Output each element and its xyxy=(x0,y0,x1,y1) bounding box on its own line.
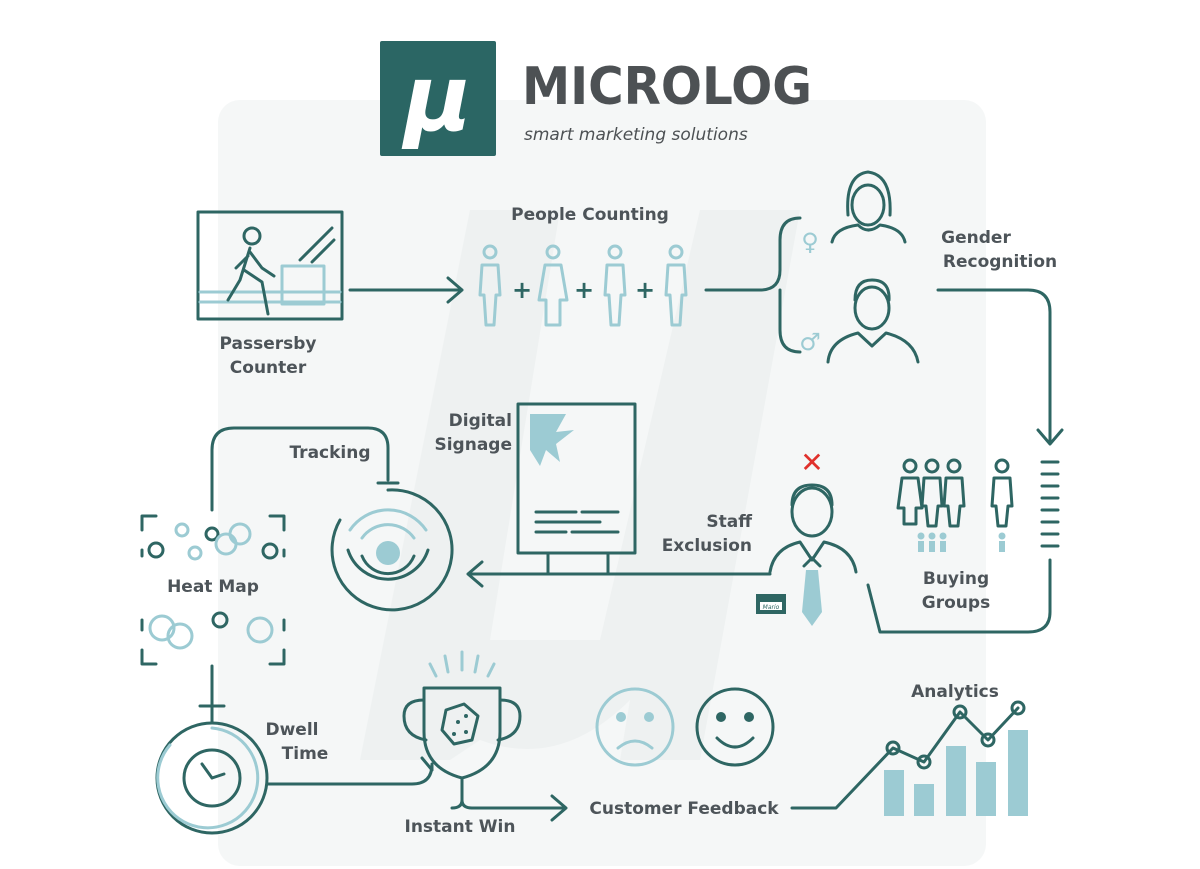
analytics-label: Analytics xyxy=(911,682,999,702)
name-badge-icon: Mario xyxy=(756,594,786,614)
heat-map-icon xyxy=(140,514,286,666)
arrow-gender-to-groups xyxy=(936,288,1064,446)
gender-label-1: Gender xyxy=(941,228,1011,248)
male-symbol-icon: ♂ xyxy=(799,328,821,356)
heat-map-label: Heat Map xyxy=(167,577,259,597)
buying-groups-label-1: Buying xyxy=(923,569,989,589)
digital-signage-icon xyxy=(516,402,637,576)
brace-connector xyxy=(704,216,802,354)
connector-heatmap-to-tracking xyxy=(210,426,390,512)
happy-face-icon xyxy=(695,687,775,767)
tracking-radar-icon xyxy=(330,481,454,612)
passersby-label-2: Counter xyxy=(230,358,307,378)
trophy-dice-icon xyxy=(402,650,522,810)
logo-name: MICROLOG xyxy=(522,57,812,117)
plus-sign: + xyxy=(512,276,532,304)
bar xyxy=(976,762,996,816)
plus-sign: + xyxy=(574,276,594,304)
woman-icon xyxy=(830,170,907,244)
customer-feedback-label: Customer Feedback xyxy=(589,799,779,819)
buying-groups-label-2: Groups xyxy=(922,593,990,613)
analytics-bar-chart-icon xyxy=(884,700,1028,816)
plus-sign: + xyxy=(635,276,655,304)
logo-mark: μ xyxy=(401,45,472,152)
bar xyxy=(946,746,966,816)
connector-groups-to-staff xyxy=(866,558,1052,634)
signage-label-1: Digital xyxy=(449,411,512,431)
arrow-to-feedback xyxy=(470,794,568,822)
cross-icon: ✕ xyxy=(800,446,823,479)
badge-name: Mario xyxy=(763,604,780,611)
watermark-mu xyxy=(360,210,800,760)
people-figures-icon xyxy=(478,244,688,327)
logo: μ MICROLOG smart marketing solutions xyxy=(380,41,812,156)
passersby-label-1: Passersby xyxy=(220,334,317,354)
logo-box xyxy=(380,41,496,156)
arrow-passersby-to-counting xyxy=(348,276,464,304)
arrow-staff-to-tracking xyxy=(466,560,772,588)
female-symbol-icon: ♀ xyxy=(801,228,819,256)
connector-feedback-to-analytics xyxy=(790,706,1020,810)
stopwatch-icon xyxy=(155,704,269,835)
queue-icon xyxy=(1040,460,1060,548)
staff-label-1: Staff xyxy=(706,512,752,532)
staff-icon xyxy=(768,483,858,626)
sad-face-icon xyxy=(595,687,675,767)
dwell-label-2: Time xyxy=(282,744,329,764)
man-icon xyxy=(826,278,920,364)
arrow-dwell-to-instant-win xyxy=(266,756,434,786)
logo-tagline: smart marketing solutions xyxy=(524,125,748,145)
bar xyxy=(1008,730,1028,816)
gender-label-2: Recognition xyxy=(943,252,1057,272)
people-counting-label: People Counting xyxy=(511,205,669,225)
buying-groups-icon xyxy=(896,458,1014,552)
instant-win-label: Instant Win xyxy=(405,817,516,837)
bar xyxy=(914,784,934,816)
bar xyxy=(884,770,904,816)
tracking-label: Tracking xyxy=(289,443,370,463)
passersby-counter-icon xyxy=(196,210,344,321)
signage-label-2: Signage xyxy=(434,435,512,455)
dwell-label-1: Dwell xyxy=(265,720,318,740)
staff-label-2: Exclusion xyxy=(662,536,752,556)
